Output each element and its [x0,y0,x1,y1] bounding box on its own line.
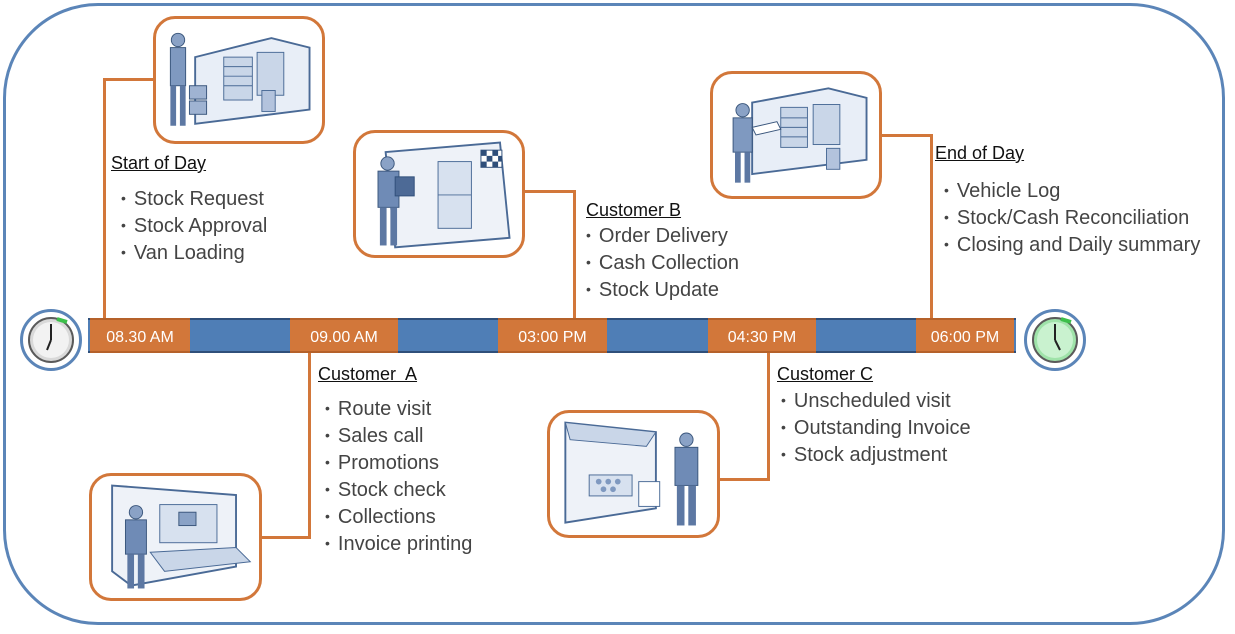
time-label-customer-b: 03:00 PM [498,318,607,353]
list-item: Stock Request [121,186,267,213]
connector-end-of-day-h [880,134,933,137]
connector-customer-a-v [308,352,311,538]
warehouse-illustration-icon [169,32,311,126]
diagram-frame [3,3,1225,625]
list-item: Stock/Cash Reconciliation [944,205,1200,232]
connector-customer-b-h [523,190,576,193]
connector-start-of-day-v [103,78,106,320]
list-item: Sales call [325,423,472,450]
connector-end-of-day-v [930,134,933,320]
list-start-of-day: Stock Request Stock Approval Van Loading [121,186,267,267]
list-item: Stock Approval [121,213,267,240]
warehouse-delivery-illustration-icon [732,87,868,183]
list-end-of-day: Vehicle Log Stock/Cash Reconciliation Cl… [944,178,1200,259]
connector-start-of-day-h [103,78,155,81]
heading-customer-c: Customer C [777,364,874,384]
list-item: Outstanding Invoice [781,415,971,442]
list-customer-b: Order Delivery Cash Collection Stock Upd… [586,223,739,304]
list-item: Closing and Daily summary [944,232,1200,259]
list-item: Promotions [325,450,472,477]
time-label-customer-c: 04:30 PM [708,318,816,353]
heading-customer-a: Customer A [318,364,418,384]
kiosk-illustration-icon [111,484,252,589]
end-clock-icon [1024,309,1086,371]
heading-end-of-day: End of Day [935,143,1025,163]
storefront-illustration-icon [377,141,511,249]
list-customer-a: Route visit Sales call Promotions Stock … [325,396,473,558]
list-item: Invoice printing [325,531,473,558]
start-clock-icon [20,309,82,371]
list-item: Stock Update [586,277,739,304]
time-label-customer-a: 09.00 AM [290,318,398,353]
card-customer-a [89,473,262,601]
heading-customer-b: Customer B [586,200,682,220]
list-item: Stock adjustment [781,442,971,469]
connector-customer-c-v [767,352,770,480]
card-end-of-day [710,71,882,199]
list-item: Stock check [325,477,472,504]
market-stall-illustration-icon [564,421,699,526]
list-item: Vehicle Log [944,178,1200,205]
list-item: Cash Collection [586,250,739,277]
list-item: Van Loading [121,240,267,267]
list-item: Collections [325,504,472,531]
connector-customer-c-h [718,478,770,481]
card-start-of-day [153,16,325,144]
card-customer-c [547,410,720,538]
connector-customer-a-h [260,536,311,539]
list-item: Unscheduled visit [781,388,971,415]
list-customer-c: Unscheduled visit Outstanding Invoice St… [781,388,971,469]
connector-customer-b-v [573,190,576,320]
card-customer-b [353,130,525,258]
heading-start-of-day: Start of Day [111,153,207,173]
list-item: Order Delivery [586,223,739,250]
time-label-end: 06:00 PM [916,318,1014,353]
list-item: Route visit [325,396,472,423]
time-label-start: 08.30 AM [90,318,190,353]
